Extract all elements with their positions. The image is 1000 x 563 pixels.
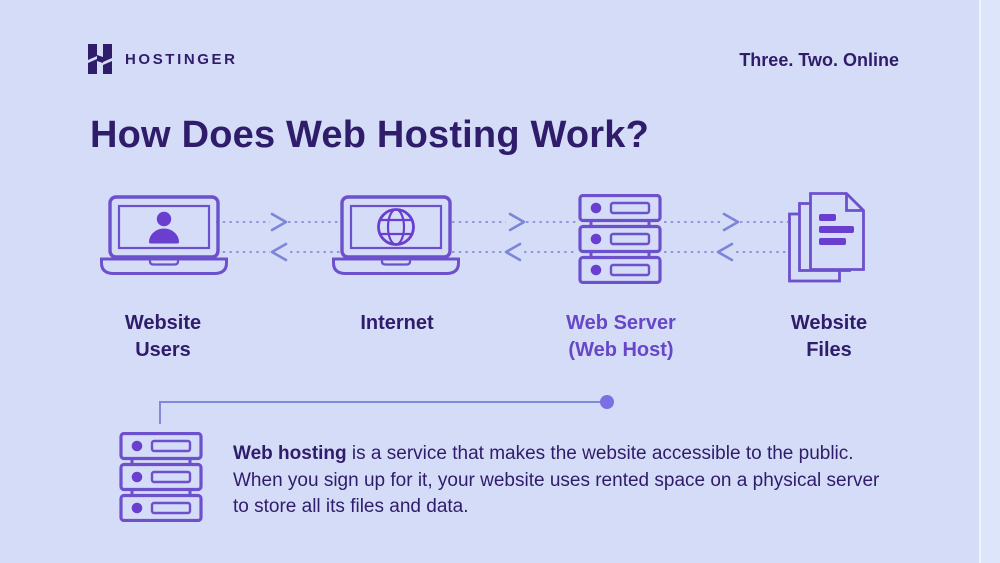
hostinger-brand: HOSTINGER — [88, 44, 238, 74]
label-website-files: Website Files — [790, 312, 868, 361]
callout-connector-line — [159, 395, 614, 424]
dashed-lines — [216, 221, 788, 253]
arrow-right-icon — [270, 212, 288, 232]
arrow-left-icon — [716, 242, 734, 262]
right-edge-strip — [979, 0, 1000, 563]
callout-lead: Web hosting — [233, 443, 347, 464]
label-web-server: Web Server (Web Host) — [566, 312, 676, 361]
callout-text: Web hosting is a service that makes the … — [233, 441, 978, 521]
arrow-left-icon — [504, 242, 522, 262]
callout-server-stack-icon — [119, 432, 203, 522]
callout-body: is a service that makes the website acce… — [233, 443, 880, 517]
flow-arrows-layer — [216, 212, 788, 262]
person-icon — [149, 211, 179, 244]
hostinger-logo-icon — [88, 44, 112, 74]
laptop-globe-icon — [332, 195, 460, 275]
server-stack-icon — [578, 194, 662, 284]
tagline: Three. Two. Online — [739, 50, 899, 70]
globe-icon — [377, 208, 415, 246]
arrow-left-icon — [270, 242, 288, 262]
page-title: How Does Web Hosting Work? — [90, 114, 650, 156]
document-stack-icon — [788, 192, 865, 283]
header: HOSTINGER Three. Two. Online — [0, 0, 1000, 90]
brand-name: HOSTINGER — [125, 50, 238, 68]
connector-dot — [600, 395, 614, 409]
arrow-right-icon — [508, 212, 526, 232]
text-lines-glyph — [819, 214, 854, 245]
arrow-right-icon — [722, 212, 740, 232]
label-website-users: Website Users — [124, 312, 202, 361]
laptop-user-icon — [100, 195, 228, 275]
label-internet: Internet — [360, 312, 434, 334]
